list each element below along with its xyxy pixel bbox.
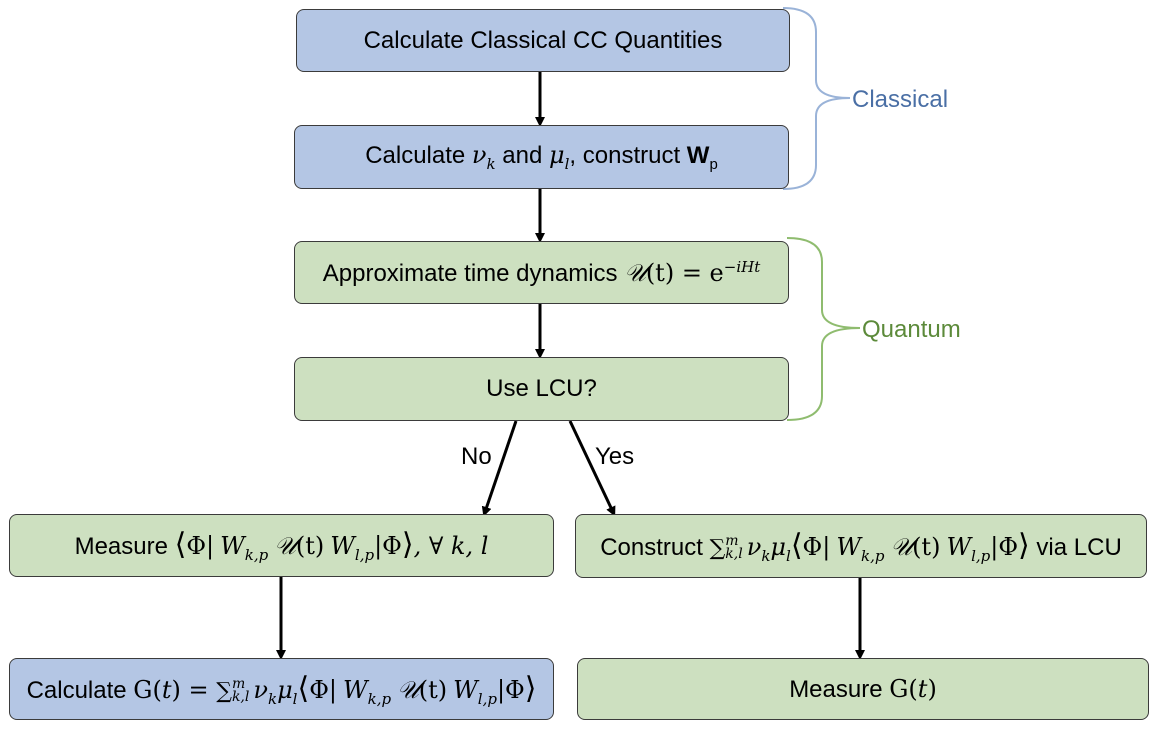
quantum-bracket: [786, 237, 861, 421]
classical-cc-text: Calculate Classical CC Quantities: [363, 26, 723, 54]
edge-label-no: No: [461, 443, 492, 470]
measure-g-node: Measure G(t): [577, 658, 1149, 720]
use-lcu-node: Use LCU?: [294, 357, 789, 421]
classical-group-label: Classical: [852, 86, 949, 113]
nu-mu-text: Calculate νk and μl, construct Wp: [365, 141, 718, 173]
time-dynamics-node: Approximate time dynamics 𝒰(t) = e−iHt: [294, 241, 789, 304]
edge-label-yes: Yes: [595, 443, 635, 470]
use-lcu-text: Use LCU?: [486, 375, 597, 402]
measure-g-text: Measure G(t): [789, 674, 937, 703]
quantum-group-label: Quantum: [862, 316, 961, 343]
arrow-lcu-yes: [568, 420, 616, 517]
nu-mu-wp-node: Calculate νk and μl, construct Wp: [294, 125, 789, 189]
time-dynamics-text: Approximate time dynamics 𝒰(t) = e−iHt: [322, 257, 761, 287]
classical-bracket: [782, 7, 851, 190]
arrow-lcu-no: [481, 420, 518, 517]
classical-cc-node: Calculate Classical CC Quantities: [296, 9, 790, 72]
